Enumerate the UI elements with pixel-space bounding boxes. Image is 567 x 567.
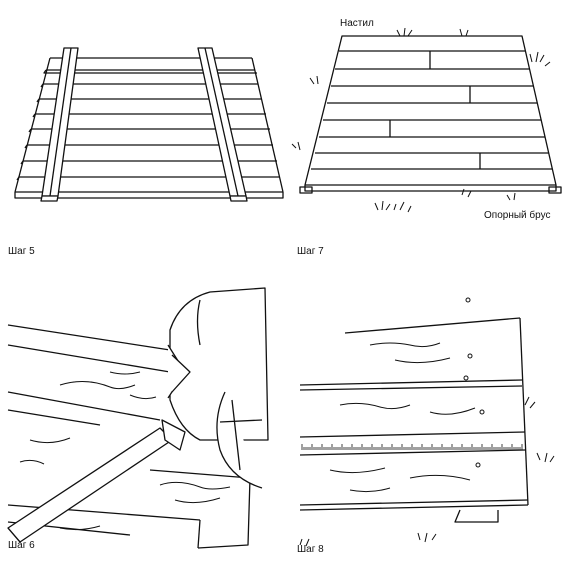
caption-step-7: Шаг 7 xyxy=(297,246,324,257)
step6-wood-grain xyxy=(20,372,230,530)
step6-planks xyxy=(8,325,250,548)
label-deck: Настил xyxy=(340,18,374,29)
step5-left-runner xyxy=(41,48,78,201)
caption-step-5: Шаг 5 xyxy=(8,246,35,257)
step5-right-runner xyxy=(198,48,247,201)
step7-grass xyxy=(292,28,550,212)
step5-planks xyxy=(15,58,283,198)
step8-wood-grain xyxy=(330,297,485,492)
caption-step-8: Шаг 8 xyxy=(297,544,324,555)
label-support-beam: Опорный брус xyxy=(484,210,551,221)
step6-circular-saw xyxy=(162,288,268,488)
step8-planks xyxy=(300,318,528,522)
step8-ruler xyxy=(302,444,522,450)
caption-step-6: Шаг 6 xyxy=(8,540,35,551)
step8-grass xyxy=(300,397,554,546)
